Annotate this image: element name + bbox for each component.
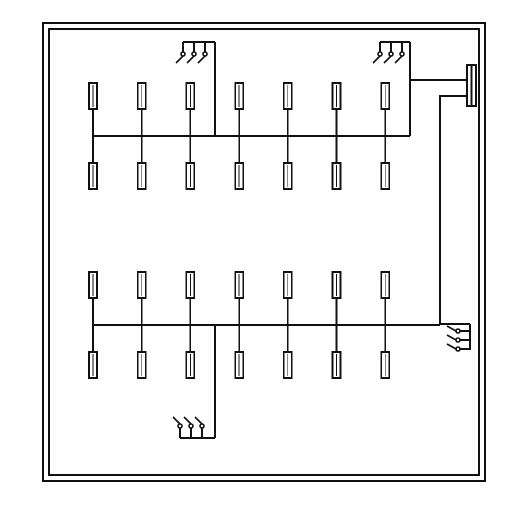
fuse-icon (88, 136, 98, 190)
fuse-icon (88, 271, 98, 325)
fuse-row-upper-bottom (88, 136, 391, 190)
enclosure (42, 22, 486, 482)
fuse-icon (136, 82, 147, 136)
three-pole-switch-icon (172, 416, 205, 438)
fuse-icon (185, 325, 196, 379)
fuse-icon (331, 325, 342, 379)
fuse-icon (234, 271, 244, 325)
fuse-icon (234, 325, 244, 379)
fuse-icon (331, 271, 342, 325)
fuse-icon (185, 136, 196, 190)
fuse-icon (88, 82, 98, 136)
fuse-icon (282, 136, 293, 190)
three-pole-switch-icon (372, 41, 411, 64)
enclosure-outer-frame (42, 22, 486, 482)
fuse-icon (136, 136, 147, 190)
fuse-icon (282, 82, 293, 136)
fuse-icon (234, 136, 244, 190)
fuse-icon (234, 82, 244, 136)
fuse-icon (380, 325, 391, 379)
three-pole-switch-icon (175, 41, 208, 64)
terminal-block-icon (466, 64, 477, 107)
fuse-icon (331, 82, 342, 136)
fuse-icon (136, 271, 147, 325)
fuse-icon (380, 82, 391, 136)
busbar-lower-group (88, 271, 440, 439)
fuse-icon (380, 271, 391, 325)
fuse-icon (185, 82, 196, 136)
enclosure-inner-frame (48, 28, 480, 476)
fuse-icon (282, 271, 293, 325)
fuse-icon (380, 136, 391, 190)
fuse-icon (331, 136, 342, 190)
supply-wiring (410, 79, 467, 324)
fuse-icon (88, 325, 98, 379)
fuse-row-upper-top (88, 82, 391, 136)
fuse-row-lower-top (88, 271, 391, 325)
fuse-row-lower-bottom (88, 325, 391, 379)
fuse-icon (282, 325, 293, 379)
feed-wire-lower (439, 95, 467, 324)
fuse-icon (136, 325, 147, 379)
three-pole-switch-icon (440, 323, 471, 352)
busbar-upper-group (88, 41, 411, 190)
fuse-icon (185, 271, 196, 325)
